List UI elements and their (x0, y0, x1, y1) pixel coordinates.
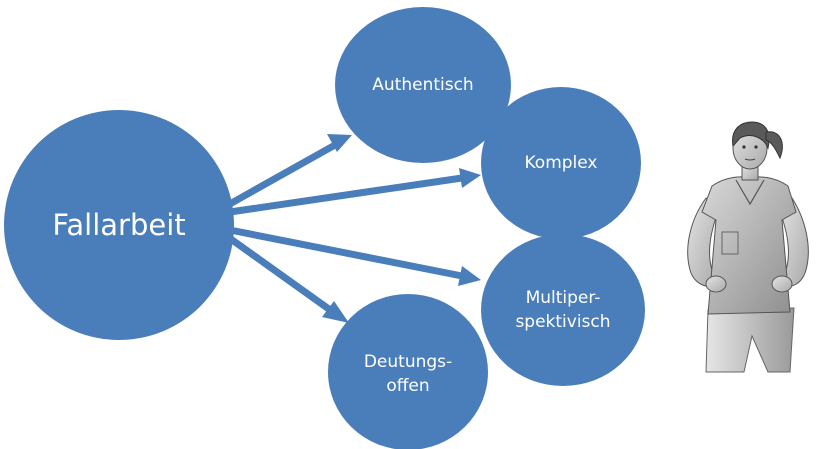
node-komplex: Komplex (481, 87, 641, 239)
node-multiperspektivisch-label-line1: Multiper- (526, 288, 601, 308)
arrow-to-komplex (229, 168, 481, 216)
node-deutungsoffen-label-line2: offen (386, 376, 429, 396)
arrow-to-authentisch (226, 134, 352, 209)
arrow-to-multiperspektivisch (229, 226, 481, 286)
node-deutungsoffen-label-line1: Deutungs- (364, 352, 452, 372)
arrow-to-deutungsoffen (225, 234, 349, 323)
node-authentisch: Authentisch (335, 7, 511, 163)
center-node-label: Fallarbeit (52, 208, 185, 242)
node-authentisch-label: Authentisch (372, 75, 473, 95)
center-node: Fallarbeit (4, 110, 234, 340)
node-multiperspektivisch: Multiper- spektivisch (481, 234, 645, 386)
node-deutungsoffen: Deutungs- offen (328, 294, 488, 449)
nurse-figure-illustration (687, 121, 809, 373)
arrows (225, 134, 481, 323)
node-komplex-label: Komplex (525, 153, 598, 173)
node-multiperspektivisch-label-line2: spektivisch (515, 312, 610, 332)
